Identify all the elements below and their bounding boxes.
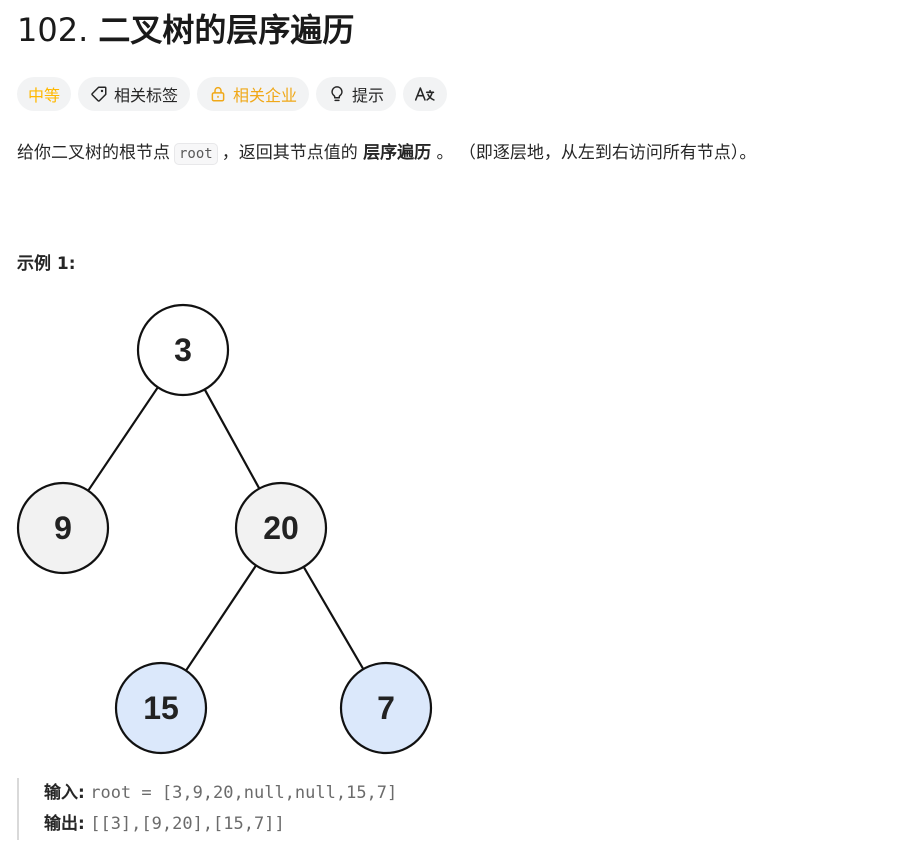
problem-number: 102. — [17, 11, 89, 49]
tree-node-circle — [114, 661, 208, 755]
tree-node-7: 7 — [339, 661, 433, 755]
input-value: root = [3,9,20,null,null,15,7] — [90, 783, 398, 803]
tree-node-label: 15 — [143, 690, 179, 726]
description-text-1: 给你二叉树的根节点 — [17, 143, 170, 163]
tree-edge — [203, 388, 261, 490]
lock-icon — [209, 85, 227, 103]
tree-node-20: 20 — [234, 481, 328, 575]
related-companies-button[interactable]: 相关企业 — [197, 77, 310, 111]
input-label: 输入: — [44, 783, 85, 803]
tree-node-circle — [16, 481, 110, 575]
related-tags-button[interactable]: 相关标签 — [78, 77, 191, 111]
tree-edge — [185, 564, 257, 672]
inline-code-root: root — [174, 143, 218, 165]
description-bold: 层序遍历 — [363, 143, 432, 163]
lightbulb-icon — [328, 85, 346, 103]
output-value: [[3],[9,20],[15,7]] — [90, 814, 285, 834]
example-title: 示例 1: — [17, 254, 76, 274]
problem-name: 二叉树的层序遍历 — [98, 11, 355, 49]
tree-node-15: 15 — [114, 661, 208, 755]
tree-edges — [87, 386, 365, 672]
tree-node-9: 9 — [16, 481, 110, 575]
tree-nodes: 3 9 20 15 7 — [16, 303, 433, 755]
translate-icon — [414, 85, 436, 103]
tree-node-circle — [234, 481, 328, 575]
hint-label: 提示 — [352, 86, 385, 105]
tree-node-3: 3 — [136, 303, 230, 397]
tree-node-circle — [339, 661, 433, 755]
tree-node-circle — [136, 303, 230, 397]
tree-node-label: 7 — [377, 690, 395, 726]
related-companies-label: 相关企业 — [233, 86, 298, 105]
tree-edge — [87, 386, 159, 492]
related-tags-label: 相关标签 — [114, 86, 179, 105]
description-text-2: ，返回其节点值的 — [221, 143, 358, 163]
tree-node-label: 3 — [174, 332, 192, 368]
page-title: 102. 二叉树的层序遍历 — [17, 8, 354, 52]
example-io-block: 输入: root = [3,9,20,null,null,15,7] 输出: [… — [17, 778, 617, 840]
difficulty-badge: 中等 — [17, 77, 72, 111]
tag-icon — [90, 85, 108, 103]
tree-node-label: 20 — [263, 510, 299, 546]
example-output-line: 输出: [[3],[9,20],[15,7]] — [44, 809, 617, 840]
binary-tree-diagram: 3 9 20 15 7 — [16, 303, 433, 755]
tree-edge — [302, 566, 365, 670]
description-text-3: 。 （即逐层地，从左到右访问所有节点）。 — [436, 143, 757, 163]
tree-node-label: 9 — [54, 510, 72, 546]
tag-bar: 中等 相关标签 相关企业 提示 — [17, 77, 448, 111]
translate-button[interactable] — [403, 77, 448, 111]
output-label: 输出: — [44, 814, 85, 834]
hint-button[interactable]: 提示 — [316, 77, 397, 111]
example-input-line: 输入: root = [3,9,20,null,null,15,7] — [44, 778, 617, 809]
difficulty-label: 中等 — [28, 86, 61, 105]
